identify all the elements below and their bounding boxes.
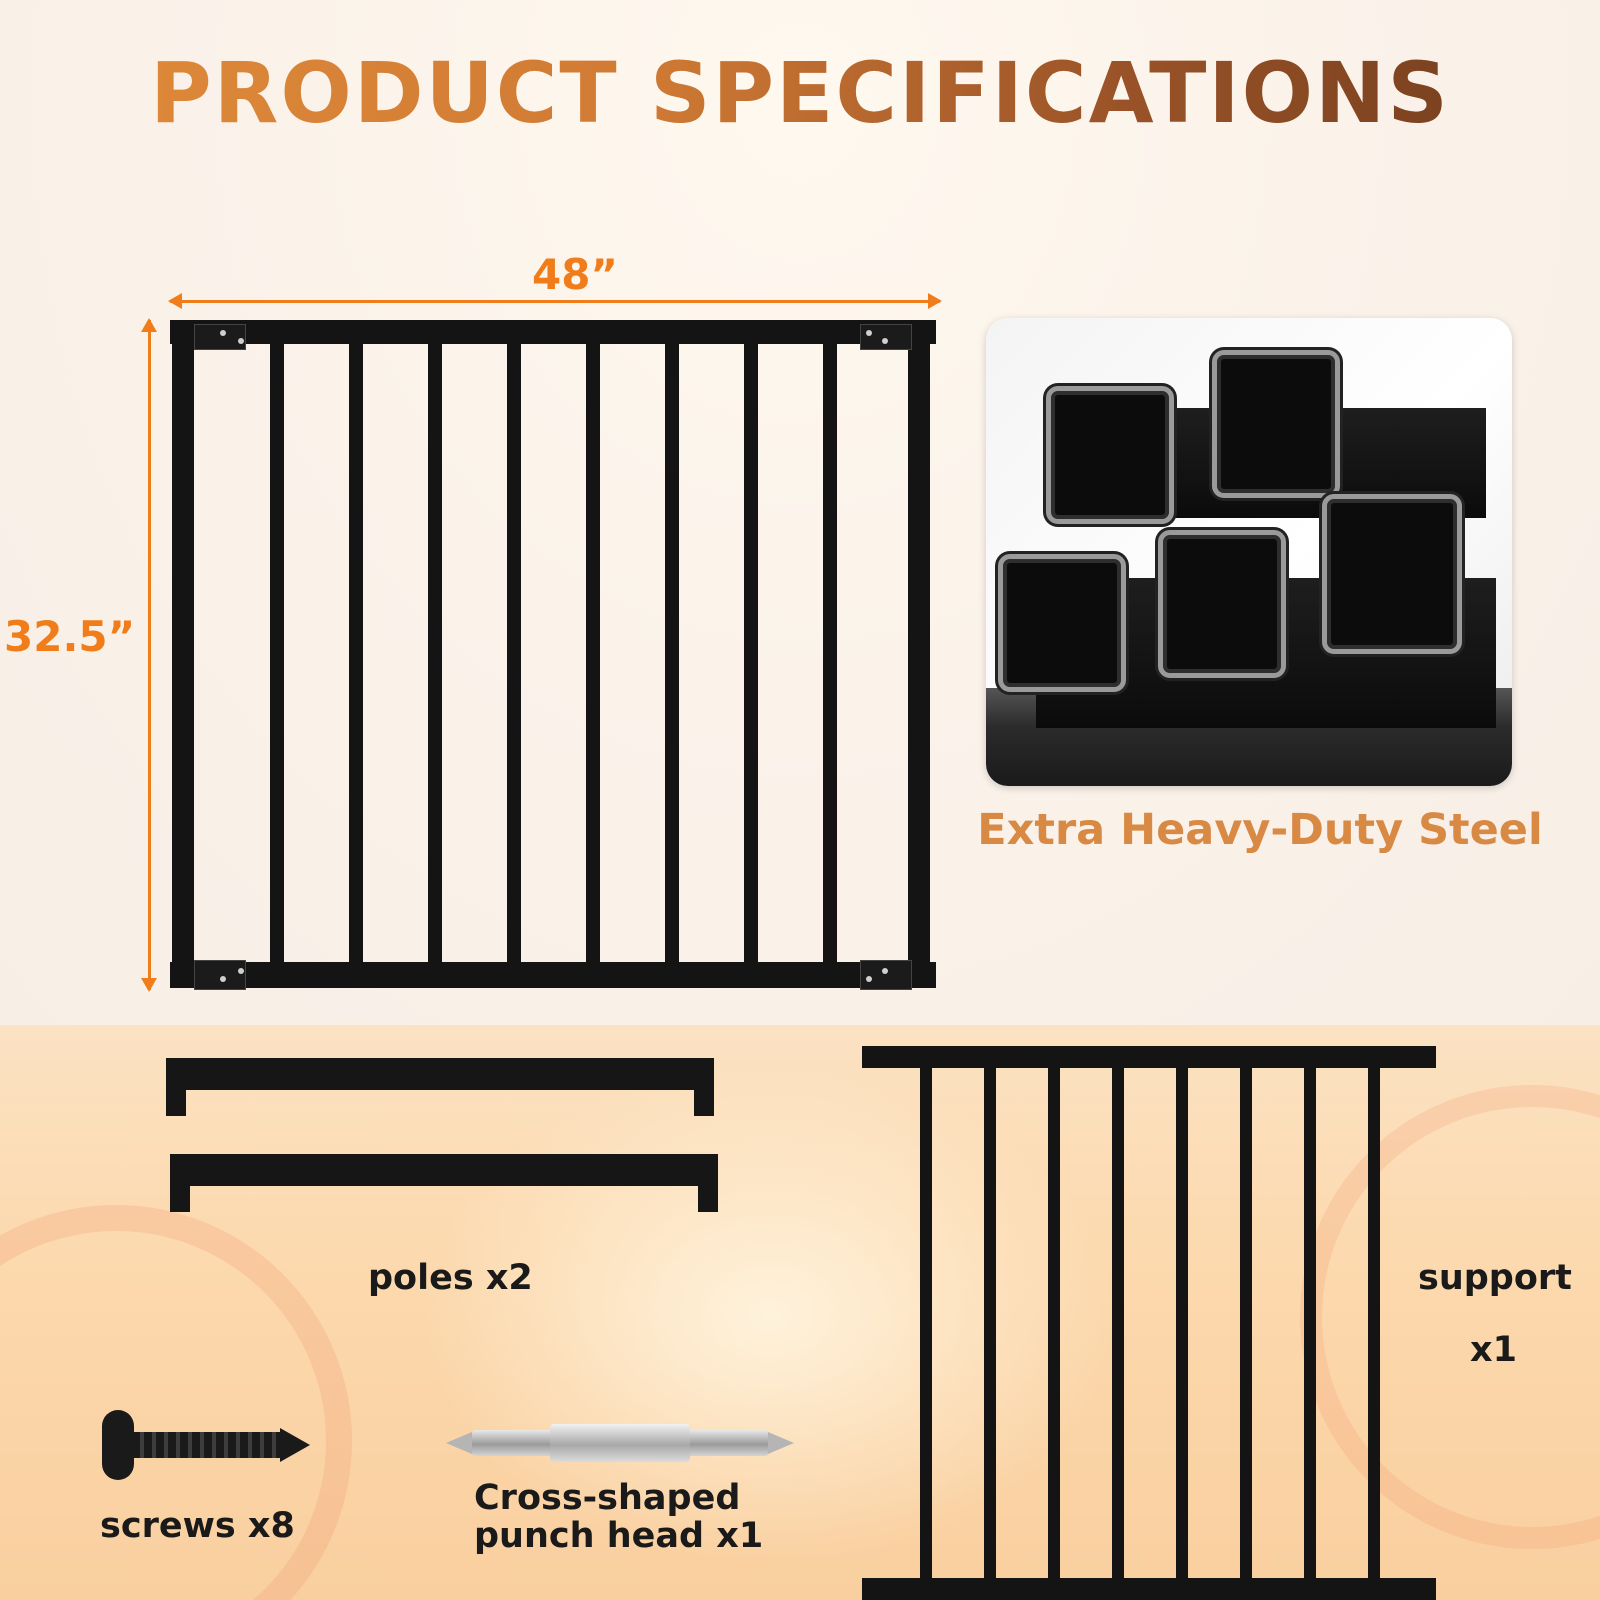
steel-tube xyxy=(998,554,1126,692)
poles-label: poles x2 xyxy=(368,1258,533,1298)
background-glow xyxy=(420,1065,1120,1565)
bolt xyxy=(882,338,888,344)
baluster xyxy=(507,344,521,962)
height-arrow xyxy=(141,318,157,992)
screw-tip xyxy=(280,1428,310,1462)
bolt xyxy=(866,330,872,336)
left-post xyxy=(172,344,194,964)
support-baluster xyxy=(1048,1066,1060,1580)
support-label: support xyxy=(1418,1258,1572,1298)
pole-leg xyxy=(170,1154,190,1212)
parts-background xyxy=(0,1025,1600,1600)
punch-label-line1: Cross-shaped xyxy=(474,1478,741,1518)
support-baluster xyxy=(1240,1066,1252,1580)
support-baluster xyxy=(920,1066,932,1580)
steel-tube xyxy=(1212,350,1340,498)
screw-shaft xyxy=(132,1432,282,1458)
bolt xyxy=(882,968,888,974)
support-bottom-rail xyxy=(862,1578,1436,1600)
height-dimension: 32.5” xyxy=(4,612,136,661)
baluster xyxy=(270,344,284,962)
background-ring-right xyxy=(1300,1085,1600,1549)
support-count: x1 xyxy=(1470,1330,1517,1370)
corner-bracket xyxy=(194,960,246,990)
screws-label: screws x8 xyxy=(100,1506,295,1546)
pole-leg xyxy=(166,1058,186,1116)
bolt xyxy=(866,976,872,982)
steel-tube xyxy=(1158,530,1286,678)
support-baluster xyxy=(1368,1066,1380,1580)
bolt xyxy=(220,976,226,982)
steel-tube xyxy=(1046,386,1174,524)
support-top-rail xyxy=(862,1046,1436,1068)
bolt xyxy=(238,338,244,344)
pole-leg xyxy=(694,1058,714,1116)
pole-bar xyxy=(166,1058,714,1090)
width-dimension: 48” xyxy=(531,250,619,299)
bolt xyxy=(238,968,244,974)
support-baluster xyxy=(984,1066,996,1580)
support-baluster xyxy=(1304,1066,1316,1580)
support-baluster xyxy=(1112,1066,1124,1580)
material-caption: Extra Heavy-Duty Steel xyxy=(977,805,1543,855)
bit-tip xyxy=(768,1432,794,1454)
baluster xyxy=(823,344,837,962)
top-rail xyxy=(170,320,936,344)
steel-tube xyxy=(1322,494,1462,654)
screw-head xyxy=(102,1410,134,1480)
baluster xyxy=(428,344,442,962)
steel-tubes-image xyxy=(986,318,1512,786)
support-baluster xyxy=(1176,1066,1188,1580)
baluster xyxy=(349,344,363,962)
baluster xyxy=(744,344,758,962)
width-arrow xyxy=(168,293,942,309)
page-title: PRODUCT SPECIFICATIONS xyxy=(0,44,1600,142)
pole-image xyxy=(166,1058,714,1118)
bit-tip xyxy=(446,1432,472,1454)
right-post xyxy=(908,344,930,964)
corner-bracket xyxy=(194,324,246,350)
punch-label-line2: punch head x1 xyxy=(474,1516,764,1556)
pole-leg xyxy=(698,1154,718,1212)
bit-hex xyxy=(550,1424,690,1462)
pole-image xyxy=(170,1154,718,1214)
baluster xyxy=(665,344,679,962)
corner-bracket xyxy=(860,960,912,990)
baluster xyxy=(586,344,600,962)
bottom-rail xyxy=(170,962,936,988)
corner-bracket xyxy=(860,324,912,350)
bolt xyxy=(220,330,226,336)
pole-bar xyxy=(170,1154,718,1186)
